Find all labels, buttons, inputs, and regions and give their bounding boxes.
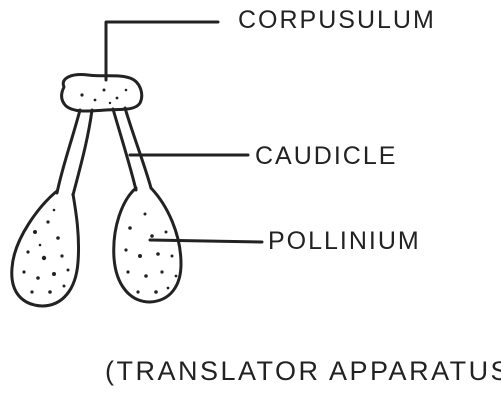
corpusculum-shape (62, 75, 142, 111)
pollinium-label: POLLINIUM (268, 229, 421, 254)
left-caudicle-shape (57, 110, 92, 195)
corpusculum-leader-line (106, 22, 218, 80)
left-pollinium-shape (12, 191, 79, 306)
pollinium-leader-line (150, 240, 262, 242)
right-caudicle-shape (113, 108, 151, 190)
corpusculum-label: CORPUSULUM (238, 8, 436, 33)
right-pollinium-shape (114, 188, 181, 302)
caudicle-label: CAUDICLE (255, 144, 397, 169)
diagram-caption: (TRANSLATOR APPARATUS) (105, 358, 501, 385)
